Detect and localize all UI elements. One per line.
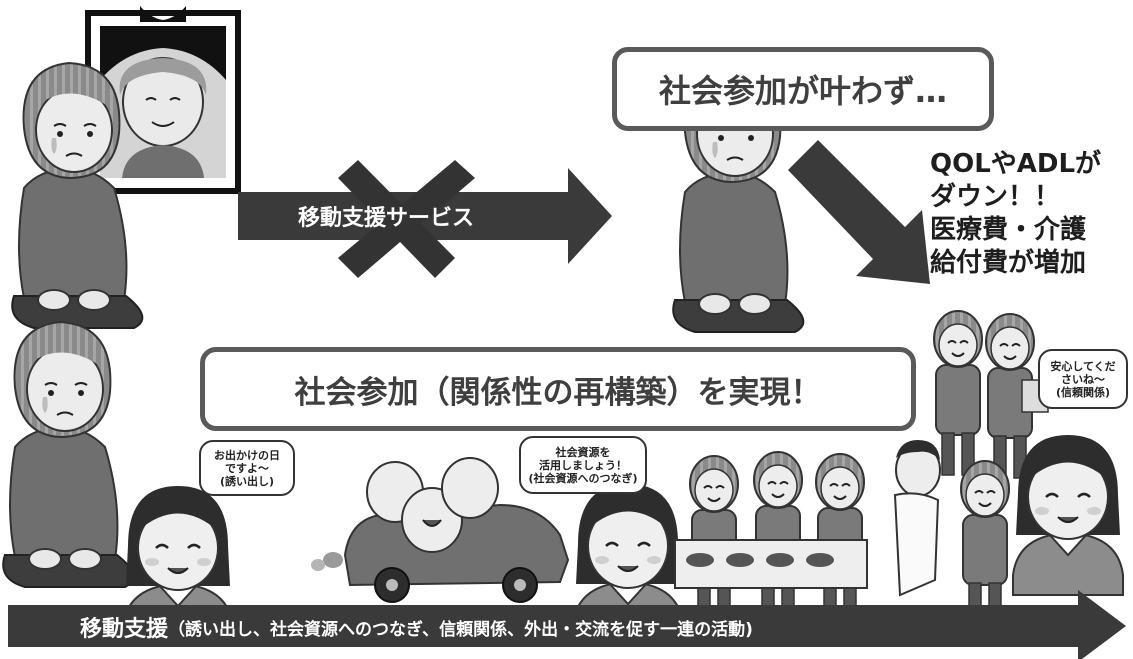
support-process-main: 移動支援 [80, 617, 169, 642]
support-process-arrow [8, 590, 1126, 659]
support-process-label: 移動支援 （誘い出し、社会資源へのつなぎ、信頼関係、外出・交流を促す一連の活動) [80, 608, 753, 646]
no-participation-box: 社会参加が叶わず… [612, 47, 994, 131]
reassure-speech-bubble: 安心してくだ さいね〜 (信頼関係) [1038, 349, 1128, 409]
reassure-bubble-line-1: 安心してくだ [1050, 359, 1116, 373]
resources-speech-bubble: 社会資源を 活用しましょう！ (社会資源へのつなぎ) [519, 436, 647, 494]
outcome-line-2: ダウン！！ [930, 182, 1061, 212]
memorial-portrait [85, 6, 241, 194]
support-process-detail: （誘い出し、社会資源へのつなぎ、信頼関係、外出・交流を促す一連の活動) [168, 619, 753, 640]
service-arrow-label: 移動支援サービス [298, 206, 475, 231]
outing-speech-bubble: お出かけの日 ですよ〜 (誘い出し) [199, 440, 295, 496]
outing-bubble-line-2: ですよ〜 [225, 461, 269, 475]
community-meal-figure [674, 451, 868, 621]
decline-arrow [788, 140, 930, 284]
resources-bubble-line-3: (社会資源へのつなぎ) [528, 471, 638, 485]
car-outing-figure [311, 457, 570, 603]
support-worker-figure-3 [1011, 433, 1125, 597]
elder-before-support [2, 321, 135, 588]
reassure-bubble-line-2: さいね〜 [1061, 372, 1105, 386]
outcome-line-3: 医療費・介護 [930, 215, 1087, 245]
outcome-line-4: 給付費が増加 [930, 248, 1087, 278]
outing-bubble-line-1: お出かけの日 [214, 448, 280, 462]
reassure-bubble-line-3: (信頼関係) [1055, 385, 1111, 399]
outcome-line-1: QOLやADLが [930, 149, 1102, 179]
realization-box: 社会参加（関係性の再構築）を実現！ [200, 347, 916, 431]
outcome-text: QOLやADLが ダウン！！ 医療費・介護 給付費が増加 [930, 148, 1101, 280]
outing-bubble-line-3: (誘い出し) [219, 474, 275, 488]
resources-bubble-line-1: 社会資源を [555, 445, 611, 459]
cross-mark-icon [338, 160, 475, 278]
resources-bubble-line-2: 活用しましょう！ [539, 458, 627, 472]
caregiver-with-elder-figure [893, 440, 1010, 626]
